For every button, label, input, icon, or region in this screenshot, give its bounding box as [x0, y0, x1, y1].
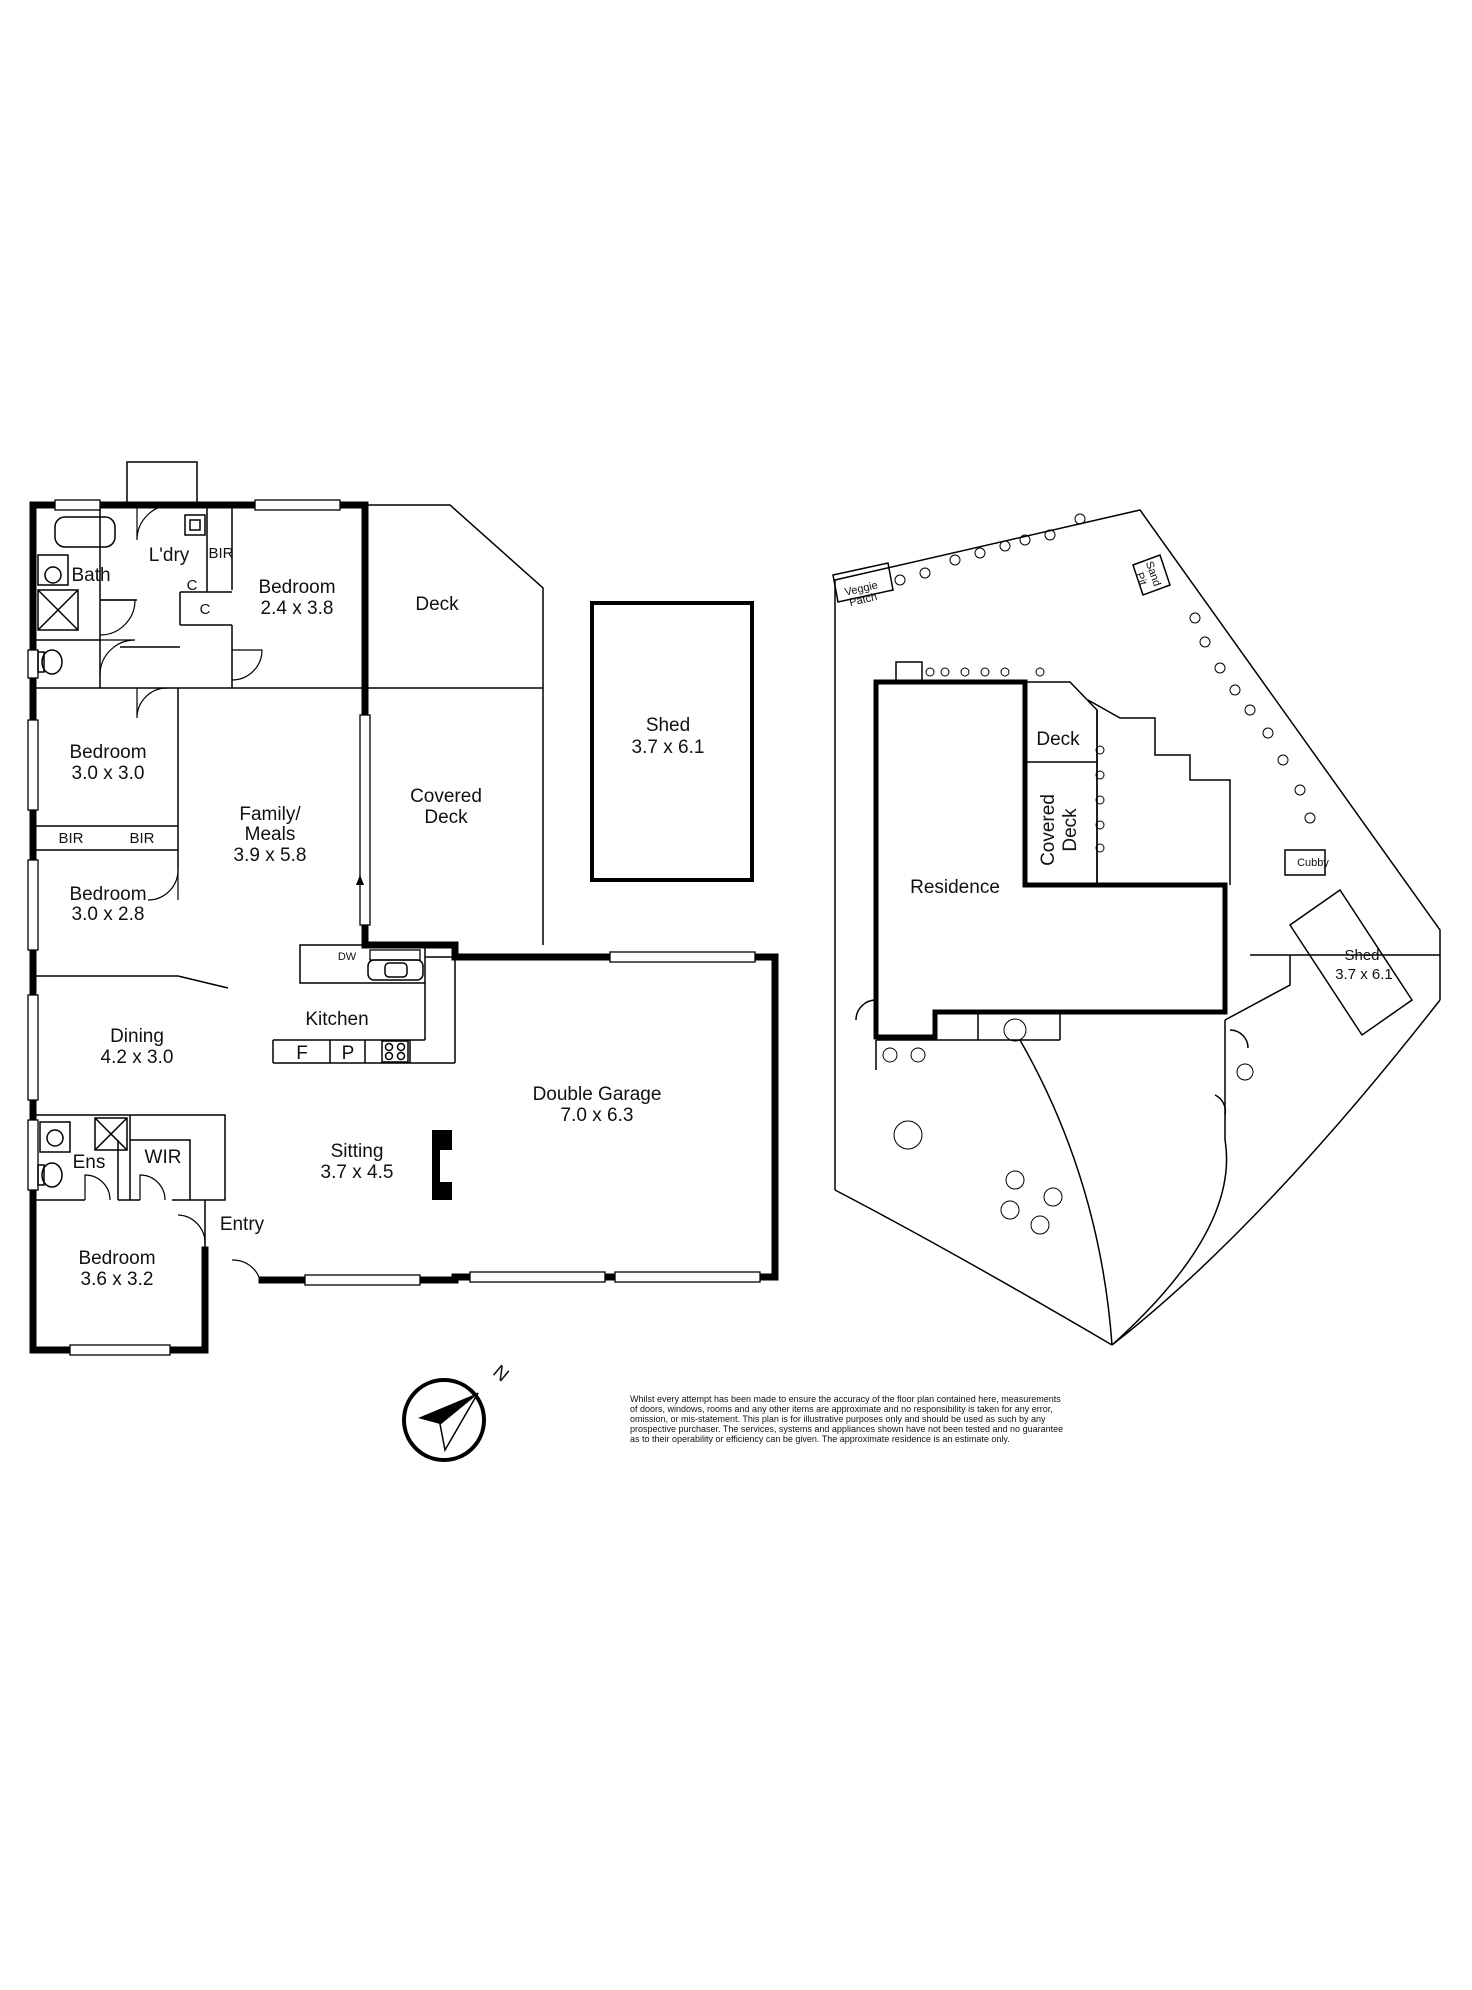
label-covered-deck-2: Deck — [424, 807, 468, 828]
site-labels: Veggie Patch Sand Pit Deck Covered Deck … — [844, 560, 1393, 983]
label-pantry: P — [342, 1043, 355, 1064]
label-bir-2: BIR — [129, 830, 154, 847]
label-covered-deck-1: Covered — [410, 786, 482, 807]
label-kitchen: Kitchen — [305, 1009, 368, 1030]
label-entry: Entry — [220, 1214, 265, 1235]
site-boundary — [834, 509, 1441, 1190]
residence-outline — [873, 679, 1228, 1040]
disclaimer-line-5: as to their operability or efficiency ca… — [630, 1434, 1010, 1444]
compass: N — [402, 1361, 513, 1462]
label-bedroom-top: Bedroom — [258, 577, 335, 598]
size-bedroom-2: 3.0 x 3.0 — [72, 763, 145, 784]
label-cupboard-1: C — [187, 577, 198, 594]
disclaimer-line-2: of doors, windows, rooms and any other i… — [630, 1404, 1053, 1414]
size-family: 3.9 x 5.8 — [234, 845, 307, 866]
size-site-shed: 3.7 x 6.1 — [1335, 966, 1393, 983]
label-cubby: Cubby — [1297, 857, 1329, 869]
label-dining: Dining — [110, 1026, 164, 1047]
size-dining: 4.2 x 3.0 — [101, 1047, 174, 1068]
label-site-shed: Shed — [1344, 947, 1379, 964]
label-deck: Deck — [415, 594, 459, 615]
compass-icon — [402, 1378, 486, 1462]
label-garage: Double Garage — [533, 1084, 662, 1105]
compass-north-label: N — [489, 1361, 513, 1386]
label-residence: Residence — [910, 877, 1000, 898]
label-bedroom-main: Bedroom — [78, 1248, 155, 1269]
label-site-covered-deck-1: Covered — [1038, 794, 1059, 866]
cubby-outline — [1284, 849, 1326, 876]
label-fridge: F — [296, 1043, 308, 1064]
label-bir-laundry: BIR — [208, 545, 233, 562]
size-sitting: 3.7 x 4.5 — [321, 1162, 394, 1183]
label-cupboard-2: C — [200, 601, 211, 618]
disclaimer-line-4: prospective purchaser. The services, sys… — [630, 1424, 1063, 1434]
door-swings — [84, 504, 263, 1281]
label-family: Family/ — [239, 804, 301, 825]
interior-walls — [33, 505, 456, 1250]
size-shed: 3.7 x 6.1 — [632, 737, 705, 758]
windows — [27, 499, 761, 1356]
label-bir-1: BIR — [58, 830, 83, 847]
disclaimer-line-3: omission, or mis-statement. This plan is… — [630, 1414, 1046, 1424]
label-ensuite: Ens — [73, 1152, 106, 1173]
site-shed-outline — [1288, 888, 1414, 1037]
label-sitting: Sitting — [331, 1141, 384, 1162]
room-labels: Bath L'dry BIR C C Bedroom 2.4 x 3.8 Dec… — [58, 545, 704, 1290]
label-wir: WIR — [145, 1147, 182, 1168]
label-bath: Bath — [71, 565, 110, 586]
size-bedroom-top: 2.4 x 3.8 — [261, 598, 334, 619]
label-site-deck: Deck — [1036, 729, 1080, 750]
exterior-walls — [29, 501, 779, 1354]
disclaimer-line-1: Whilst every attempt has been made to en… — [630, 1394, 1061, 1404]
label-shed: Shed — [646, 715, 690, 736]
disclaimer: Whilst every attempt has been made to en… — [630, 1394, 1063, 1444]
deck-outlines — [365, 504, 544, 945]
label-site-covered-deck-2: Deck — [1060, 808, 1081, 852]
size-garage: 7.0 x 6.3 — [561, 1105, 634, 1126]
floor-plan: Bath L'dry BIR C C Bedroom 2.4 x 3.8 Dec… — [27, 461, 779, 1356]
label-laundry: L'dry — [149, 545, 190, 566]
label-dishwasher: DW — [338, 951, 357, 963]
shed-outline — [590, 601, 754, 882]
label-bedroom-3: Bedroom — [69, 884, 146, 905]
label-bedroom-2: Bedroom — [69, 742, 146, 763]
site-plan: Veggie Patch Sand Pit Deck Covered Deck … — [832, 509, 1441, 1346]
label-meals: Meals — [245, 824, 296, 845]
label-sand-pit-2: Pit — [1133, 571, 1149, 587]
bath-fixtures — [37, 514, 206, 1188]
garden-plants — [882, 513, 1316, 1235]
size-bedroom-3: 3.0 x 2.8 — [72, 904, 145, 925]
size-bedroom-main: 3.6 x 3.2 — [81, 1269, 154, 1290]
